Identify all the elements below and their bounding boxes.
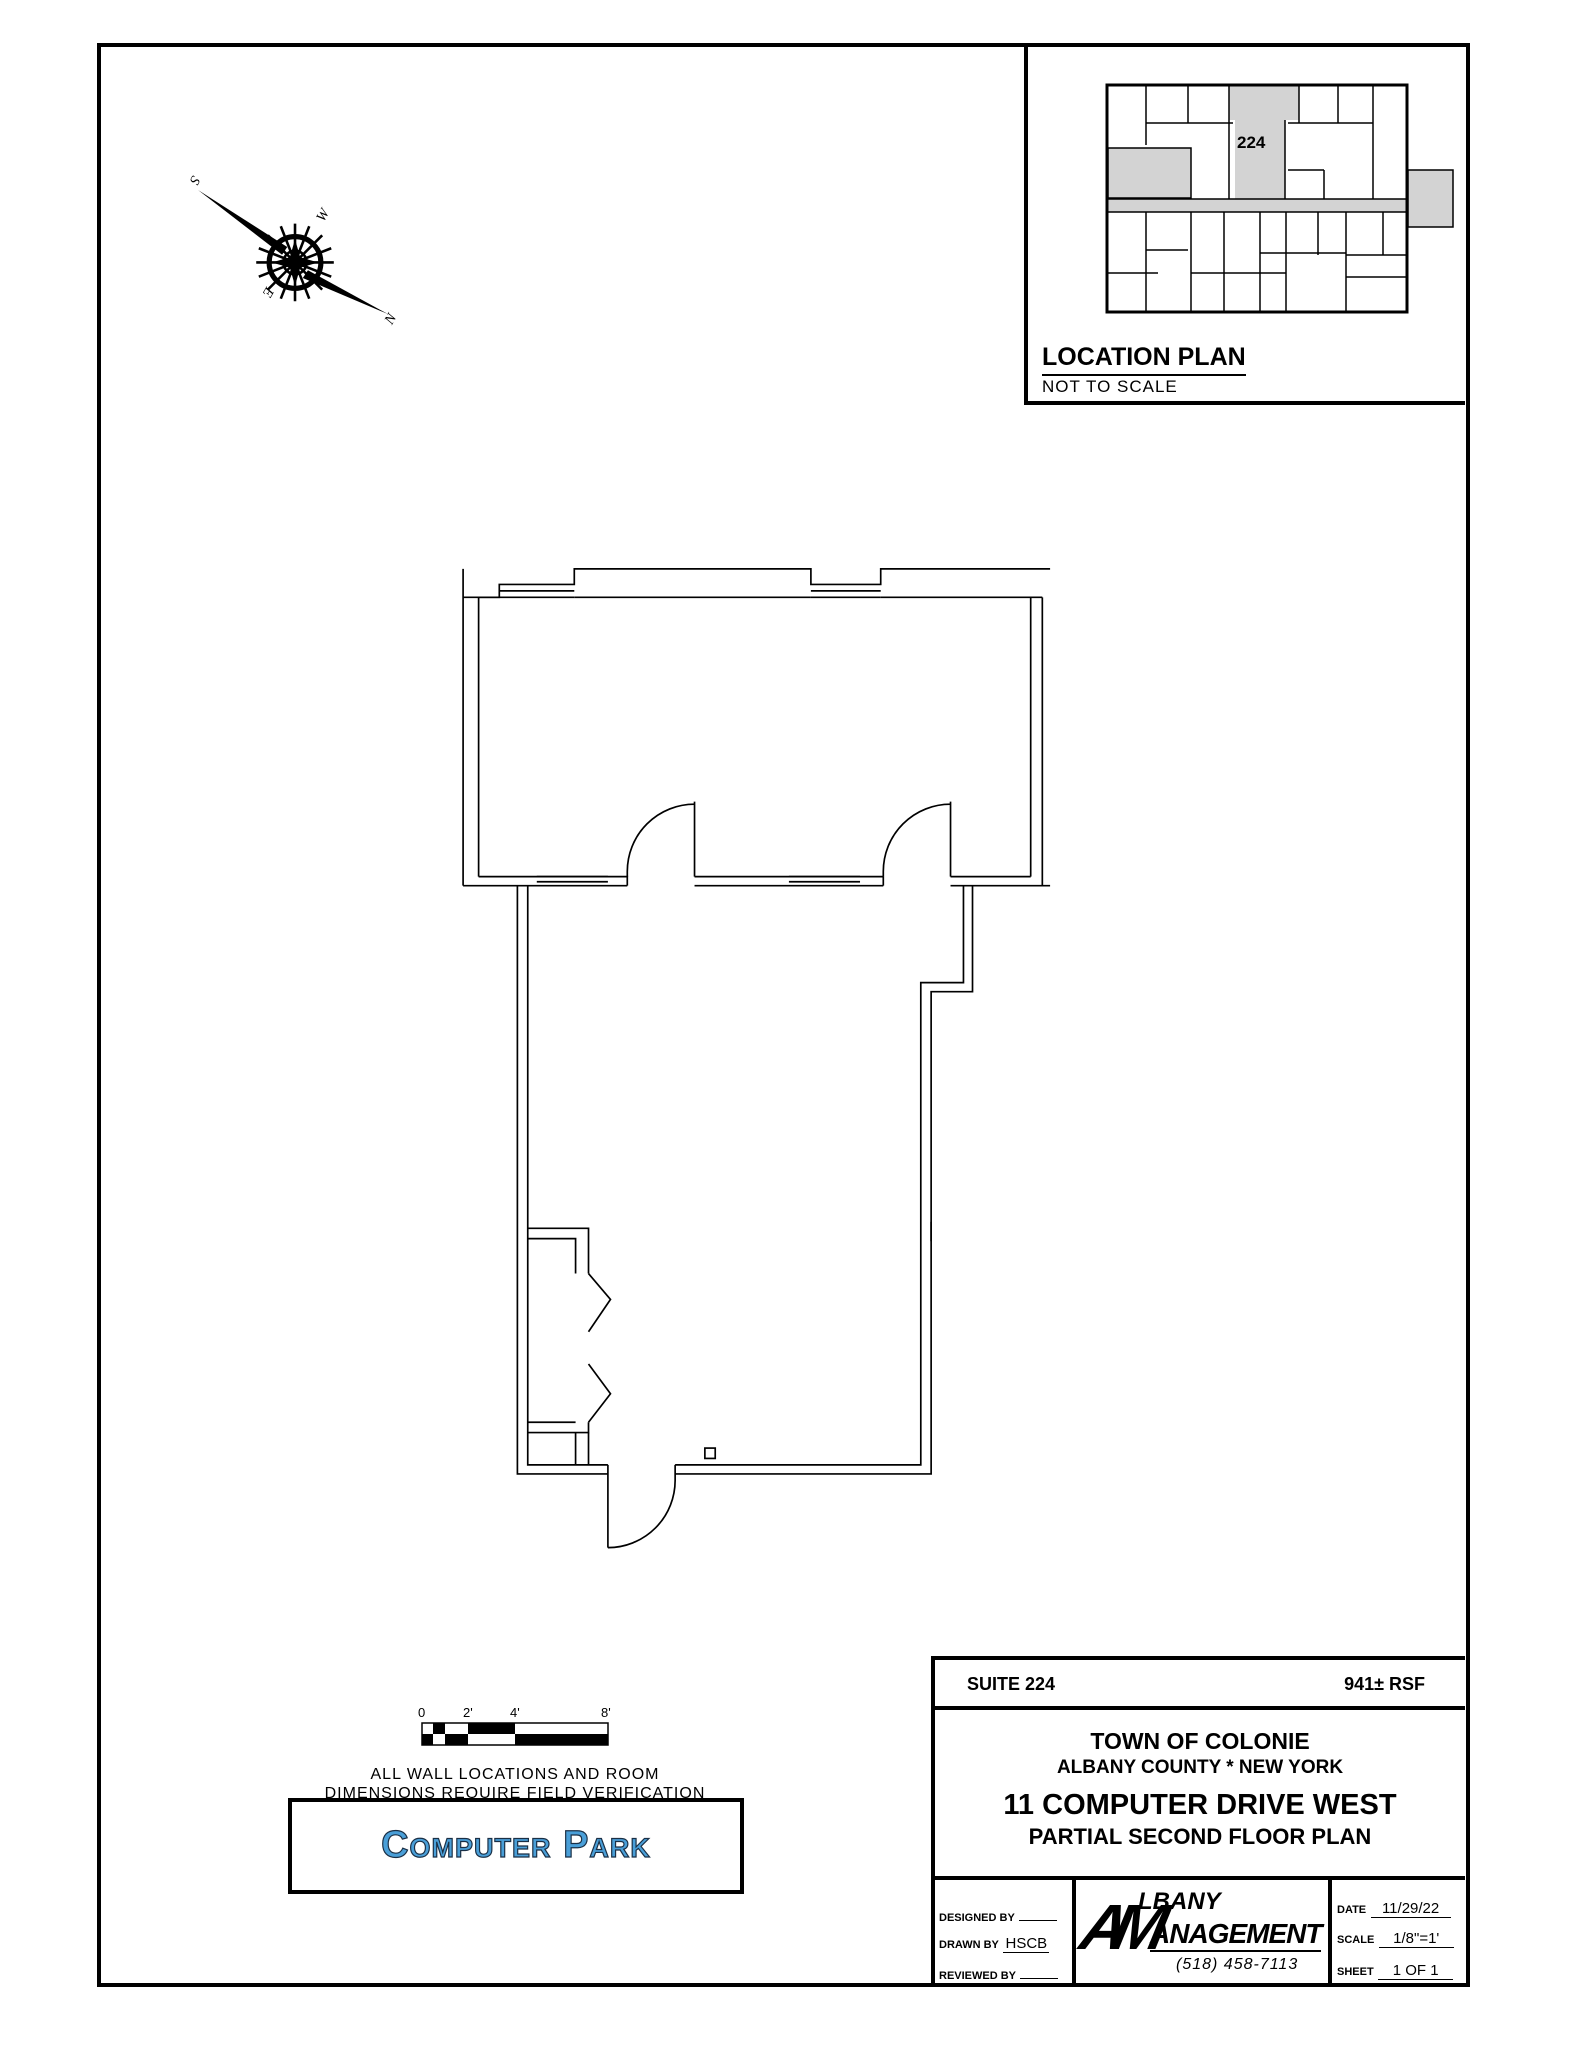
computer-park-logo: Computer Park — [380, 1823, 651, 1866]
scale-bar: 0 2' 4' 8' — [418, 1705, 621, 1746]
compass-label-west: W — [313, 205, 333, 224]
compass-label-south: S — [186, 173, 203, 187]
door-swing — [626, 803, 951, 877]
location-plan-suite-label: 224 — [1237, 133, 1266, 152]
suite-row: SUITE 224 941± RSF — [935, 1660, 1465, 1710]
suite-number: SUITE 224 — [967, 1674, 1056, 1694]
field-verification-note: DIMENSIONS REQUIRE FIELD VERIFICATION — [324, 1785, 706, 1802]
partition-wall — [463, 801, 1051, 887]
project-info: TOWN OF COLONIE ALBANY COUNTY * NEW YORK… — [935, 1710, 1465, 1880]
scale-tick-label: 8' — [601, 1705, 611, 1720]
closets — [527, 1227, 612, 1465]
suite-highlight — [1229, 85, 1299, 120]
corridor — [1108, 199, 1410, 212]
field-verification-note: ALL WALL LOCATIONS AND ROOM — [370, 1766, 660, 1783]
location-plan-panel: 224 LOCATION PLAN NOT TO SCALE — [1024, 45, 1465, 405]
location-plan-map — [1105, 83, 1454, 314]
scale-tick-label: 2' — [463, 1705, 473, 1720]
address: 11 COMPUTER DRIVE WEST — [1003, 1789, 1397, 1821]
location-plan-subtitle: NOT TO SCALE — [1042, 377, 1178, 396]
town: TOWN OF COLONIE — [1090, 1728, 1310, 1754]
location-plan-title: LOCATION PLAN — [1042, 343, 1246, 376]
designed-by: DESIGNED BY — [939, 1908, 1069, 1926]
scale-tick-label: 0 — [418, 1705, 426, 1720]
county: ALBANY COUNTY * NEW YORK — [1056, 1757, 1344, 1778]
reviewed-by: REVIEWED BY — [939, 1966, 1069, 1984]
computer-park-logo-box: Computer Park — [288, 1798, 744, 1894]
compass-needle-south — [198, 190, 288, 255]
sheet: SHEET 1 OF 1 — [1337, 1962, 1465, 1980]
scale-tick-label: 4' — [510, 1705, 520, 1720]
date: DATE 11/29/22 — [1337, 1900, 1465, 1918]
drawing-border — [97, 43, 1470, 1987]
title-block: SUITE 224 941± RSF TOWN OF COLONIE ALBAN… — [931, 1656, 1465, 1985]
scale: SCALE 1/8"=1' — [1337, 1930, 1465, 1948]
phone: (518) 458-7113 — [1176, 1956, 1299, 1973]
compass-needle-north — [302, 270, 389, 315]
plan-name: PARTIAL SECOND FLOOR PLAN — [1028, 1824, 1372, 1849]
compass-rose-icon — [198, 190, 389, 315]
compass-label-east: E — [259, 283, 278, 300]
rentable-area: 941± RSF — [1344, 1674, 1425, 1694]
exterior-wall-top — [462, 568, 1051, 886]
credits-row: DESIGNED BY DRAWN BY HSCB REVIEWED BY AM… — [935, 1880, 1465, 1985]
albany-management-logo: AM LBANY ANAGEMENT (518) 458-7113 — [1074, 1888, 1322, 1973]
drawn-by: DRAWN BY HSCB — [939, 1935, 1069, 1953]
suite-walls — [516, 885, 974, 1549]
compass-label-north: N — [381, 310, 401, 328]
